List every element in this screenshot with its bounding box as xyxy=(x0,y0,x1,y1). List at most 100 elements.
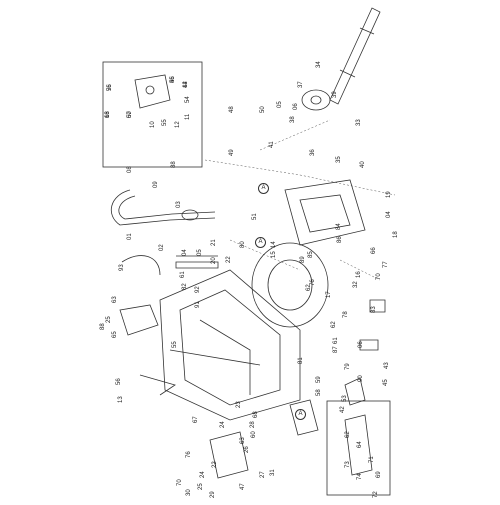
part-label: 90 xyxy=(358,375,364,382)
part-label: 16 xyxy=(356,271,362,278)
part-label: 24 xyxy=(220,421,226,428)
part-label: 11 xyxy=(185,113,191,120)
part-label: 86 xyxy=(337,236,343,243)
compressor-block xyxy=(284,179,366,246)
part-label: 46 xyxy=(170,76,176,83)
part-label: 15 xyxy=(271,251,277,258)
part-label: 32 xyxy=(353,281,359,288)
part-label: 04 xyxy=(386,211,392,218)
part-label: 20 xyxy=(211,257,217,264)
part-label: 59 xyxy=(316,376,322,383)
part-label: 68 xyxy=(253,411,259,418)
part-label: 62 xyxy=(331,321,337,328)
bracket-left xyxy=(119,304,159,336)
part-label: 14 xyxy=(271,241,277,248)
part-label: 78 xyxy=(343,311,349,318)
part-label: 45 xyxy=(383,379,389,386)
pulley xyxy=(301,89,331,111)
part-label: 25 xyxy=(198,483,204,490)
part-label: 26 xyxy=(244,446,250,453)
drive-shaft xyxy=(329,7,381,105)
part-label: 06 xyxy=(293,103,299,110)
part-label: 47 xyxy=(240,483,246,490)
part-label: 24 xyxy=(200,471,206,478)
part-label: 55 xyxy=(162,119,168,126)
part-label: 82 xyxy=(182,283,188,290)
part-label: 12 xyxy=(175,121,181,128)
fan-housing xyxy=(251,242,329,328)
part-label: 85 xyxy=(308,251,314,258)
part-label: 55 xyxy=(172,341,178,348)
part-label: 03 xyxy=(176,201,182,208)
part-label: 25 xyxy=(106,316,112,323)
part-label: 77 xyxy=(383,261,389,268)
part-label: 66 xyxy=(371,247,377,254)
part-label: 48 xyxy=(229,106,235,113)
part-label: 73 xyxy=(345,461,351,468)
callout-marker: A xyxy=(295,409,306,420)
part-label: 60 xyxy=(127,111,133,118)
part-label: 84 xyxy=(336,223,342,230)
part-label: 81 xyxy=(298,357,304,364)
part-label: 62 xyxy=(345,431,351,438)
hose xyxy=(121,255,161,276)
part-label: 37 xyxy=(298,81,304,88)
part-label: 09 xyxy=(153,181,159,188)
part-label: 76 xyxy=(310,279,316,286)
part-label: 35 xyxy=(336,156,342,163)
part-label: 08 xyxy=(127,166,133,173)
part-label: 06 xyxy=(358,341,364,348)
part-label: 61 xyxy=(333,337,339,344)
part-label: 05 xyxy=(197,249,203,256)
inset-box-top-left xyxy=(102,61,203,168)
mount-bottom xyxy=(209,431,249,479)
part-label: 13 xyxy=(118,396,124,403)
part-label: 22 xyxy=(226,256,232,263)
part-label: 70 xyxy=(376,273,382,280)
part-label: 61 xyxy=(180,271,186,278)
part-label: 63 xyxy=(240,437,246,444)
part-label: 05 xyxy=(277,101,283,108)
part-label: 79 xyxy=(345,363,351,370)
part-label: 43 xyxy=(384,362,390,369)
part-label: 50 xyxy=(260,106,266,113)
part-label: 30 xyxy=(186,489,192,496)
part-label: 36 xyxy=(310,149,316,156)
part-label: 88 xyxy=(100,323,106,330)
part-label: 33 xyxy=(356,119,362,126)
part-label: 63 xyxy=(112,296,118,303)
part-label: 69 xyxy=(376,471,382,478)
part-label: 16 xyxy=(105,111,111,118)
engine-block xyxy=(159,269,301,421)
part-label: 65 xyxy=(112,331,118,338)
part-label: 64 xyxy=(357,441,363,448)
part-label: 21 xyxy=(211,239,217,246)
callout-marker: A xyxy=(255,237,266,248)
part-label: 23 xyxy=(236,401,242,408)
inset-box-bottom-right xyxy=(326,400,391,496)
part-label: 89 xyxy=(300,256,306,263)
part-label: 70 xyxy=(177,479,183,486)
part-label: 92 xyxy=(195,286,201,293)
part-label: 17 xyxy=(326,291,332,298)
part-label: 18 xyxy=(393,231,399,238)
part-label: 29 xyxy=(210,491,216,498)
part-label: 39 xyxy=(332,91,338,98)
part-label: 56 xyxy=(116,378,122,385)
part-label: 34 xyxy=(316,61,322,68)
part-label: 76 xyxy=(186,451,192,458)
part-label: 58 xyxy=(316,389,322,396)
part-label: 80 xyxy=(240,241,246,248)
part-label: 49 xyxy=(229,149,235,156)
part-label: 83 xyxy=(371,306,377,313)
part-label: 40 xyxy=(360,161,366,168)
callout-marker: A xyxy=(258,183,269,194)
inset-part xyxy=(134,74,171,109)
part-label: 38 xyxy=(290,116,296,123)
part-label: 27 xyxy=(260,471,266,478)
part-label: 75 xyxy=(107,84,113,91)
part-label: 19 xyxy=(386,191,392,198)
part-label: 44 xyxy=(183,81,189,88)
part-label: 41 xyxy=(269,141,275,148)
part-label: 60 xyxy=(251,431,257,438)
